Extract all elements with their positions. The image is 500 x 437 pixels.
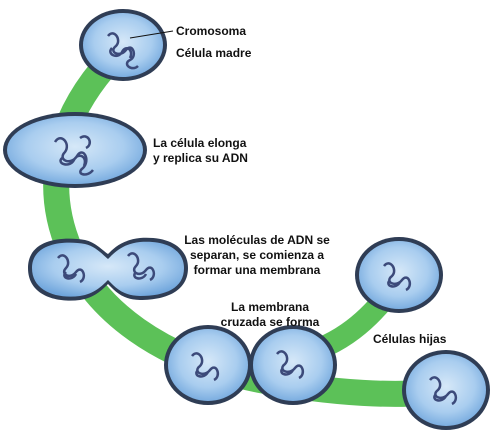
label-mother-cell: Célula madre xyxy=(176,46,252,60)
dna-coil xyxy=(191,352,220,382)
mother-cell xyxy=(79,9,167,81)
dna-coil xyxy=(53,135,94,176)
dna-coil-right xyxy=(127,252,156,282)
label-elongate: La célula elonga y replica su ADN xyxy=(153,136,248,165)
chromosome-pointer xyxy=(129,30,174,39)
dna-coil xyxy=(383,262,412,292)
daughter-cell-lower xyxy=(402,350,490,430)
label-separate: Las moléculas de ADN se separan, se comi… xyxy=(184,233,330,277)
label-daughter-cells: Células hijas xyxy=(373,332,447,346)
dividing-cell xyxy=(28,237,188,301)
label-membrane: La membrana cruzada se forma xyxy=(220,300,320,329)
dna-coil xyxy=(429,376,458,406)
elongated-cell xyxy=(3,112,147,188)
label-chromosome: Cromosoma xyxy=(176,24,247,38)
dna-coil xyxy=(276,350,305,380)
daughter-cell-upper xyxy=(355,237,443,313)
two-cell-pair xyxy=(164,325,337,405)
dna-coil-left xyxy=(57,254,86,284)
dna-coil xyxy=(107,32,139,70)
